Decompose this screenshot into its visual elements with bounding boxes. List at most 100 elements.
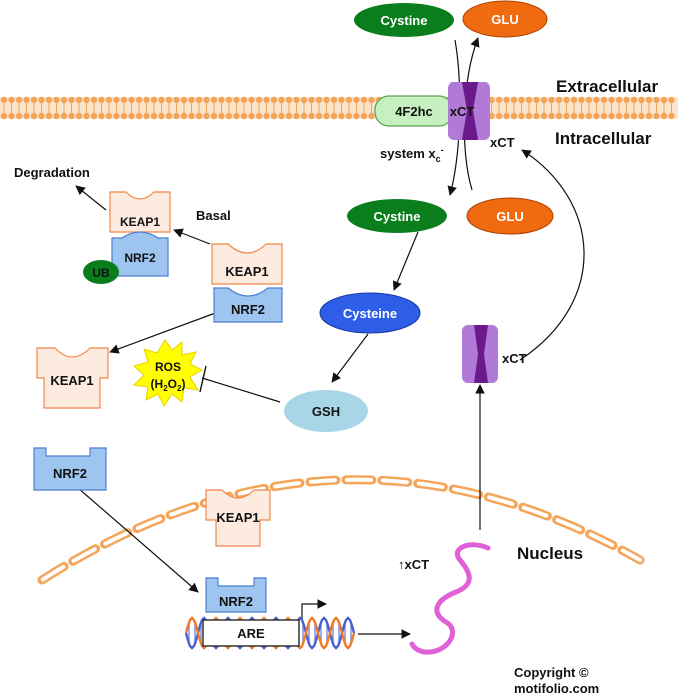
- lipid-head: [158, 96, 165, 104]
- lipid-head: [203, 96, 210, 104]
- intracellular-label: Intracellular: [555, 129, 652, 148]
- lipid-head: [120, 112, 128, 120]
- are-label: ARE: [237, 626, 265, 641]
- xct-cytoplasmic: xCT: [462, 325, 527, 383]
- lipid-head: [540, 112, 548, 120]
- lipid-head: [53, 112, 60, 120]
- glu-intracellular: GLU: [466, 197, 554, 235]
- lipid-head: [263, 96, 270, 104]
- lipid-head: [285, 96, 293, 104]
- lipid-head: [570, 112, 578, 120]
- lipid-head: [563, 112, 570, 120]
- lipid-head: [105, 96, 113, 104]
- lipid-head: [173, 112, 180, 120]
- lipid-head: [353, 96, 360, 104]
- lipid-head: [113, 112, 120, 120]
- lipid-head: [653, 96, 660, 104]
- cystine-intracellular: Cystine: [347, 199, 447, 233]
- gsh-label: GSH: [312, 404, 340, 419]
- lipid-head: [0, 96, 8, 104]
- lipid-head: [555, 112, 563, 120]
- extracellular-label: Extracellular: [556, 77, 658, 96]
- f2hc-protein: 4F2hc: [374, 95, 454, 127]
- lipid-head: [218, 96, 225, 104]
- lipid-head: [158, 112, 165, 120]
- lipid-head: [143, 112, 150, 120]
- lipid-head: [263, 112, 270, 120]
- nrf2-are-label: NRF2: [219, 594, 253, 609]
- lipid-head: [300, 96, 308, 104]
- lipid-head: [165, 96, 173, 104]
- keap1-nrf2-basal-complex: KEAP1 NRF2: [211, 243, 283, 323]
- lipid-head: [270, 112, 278, 120]
- lipid-head: [638, 112, 645, 120]
- lipid-head: [293, 96, 300, 104]
- lipid-head: [353, 112, 360, 120]
- lipid-head: [645, 112, 653, 120]
- f2hc-label: 4F2hc: [395, 104, 433, 119]
- lipid-head: [578, 96, 585, 104]
- lipid-head: [630, 112, 638, 120]
- cysteine-molecule: Cysteine: [319, 292, 421, 334]
- lipid-head: [540, 96, 548, 104]
- lipid-head: [173, 96, 180, 104]
- cell-membrane: [0, 96, 678, 120]
- lipid-head: [585, 96, 593, 104]
- xct-membrane-label: xCT: [450, 104, 475, 119]
- lipid-head: [53, 96, 60, 104]
- lipid-head: [23, 112, 30, 120]
- system-xc-label: system xc-: [380, 145, 444, 164]
- lipid-head: [608, 96, 615, 104]
- lipid-head: [210, 112, 218, 120]
- keap1-free: KEAP1: [36, 347, 109, 409]
- lipid-head: [285, 112, 293, 120]
- lipid-head: [300, 112, 308, 120]
- lipid-head: [548, 112, 555, 120]
- lipid-head: [533, 96, 540, 104]
- cystine-in-label: Cystine: [374, 209, 421, 224]
- lipid-head: [315, 112, 323, 120]
- xct-membrane-transporter: xCT: [448, 82, 490, 140]
- glu-out-label: GLU: [491, 12, 518, 27]
- lipid-head: [653, 112, 660, 120]
- glu-in-label: GLU: [496, 209, 523, 224]
- lipid-head: [338, 112, 345, 120]
- cysteine-to-gsh-arrow: [331, 333, 369, 383]
- lipid-head: [518, 96, 525, 104]
- lipid-head: [180, 96, 188, 104]
- lipid-head: [495, 96, 503, 104]
- lipid-head: [143, 96, 150, 104]
- lipid-head: [75, 112, 83, 120]
- xct-up-label: ↑xCT: [398, 557, 429, 572]
- lipid-head: [555, 96, 563, 104]
- lipid-head: [563, 96, 570, 104]
- nrf2-free: NRF2: [33, 447, 107, 491]
- lipid-head: [165, 112, 173, 120]
- ub-label: UB: [92, 266, 110, 280]
- xct-mrna: ↑xCT: [398, 542, 491, 655]
- lipid-head: [630, 96, 638, 104]
- cysteine-label: Cysteine: [343, 306, 397, 321]
- lipid-head: [210, 96, 218, 104]
- lipid-head: [150, 112, 158, 120]
- lipid-head: [510, 96, 518, 104]
- lipid-head: [113, 96, 120, 104]
- transcription-start-arrow: [301, 599, 327, 620]
- lipid-head: [15, 112, 23, 120]
- nrf2-basal-label: NRF2: [231, 302, 265, 317]
- lipid-head: [60, 96, 68, 104]
- lipid-head: [368, 112, 375, 120]
- lipid-head: [240, 112, 248, 120]
- lipid-head: [248, 96, 255, 104]
- lipid-head: [608, 112, 615, 120]
- nrf2-translocation-arrow: [77, 487, 199, 593]
- xct-to-membrane-arrow: [519, 149, 585, 361]
- lipid-head: [8, 112, 15, 120]
- lipid-head: [533, 112, 540, 120]
- lipid-head: [68, 96, 75, 104]
- lipid-head: [15, 96, 23, 104]
- lipid-head: [30, 96, 38, 104]
- lipid-head: [105, 112, 113, 120]
- lipid-head: [83, 96, 90, 104]
- lipid-head: [8, 96, 15, 104]
